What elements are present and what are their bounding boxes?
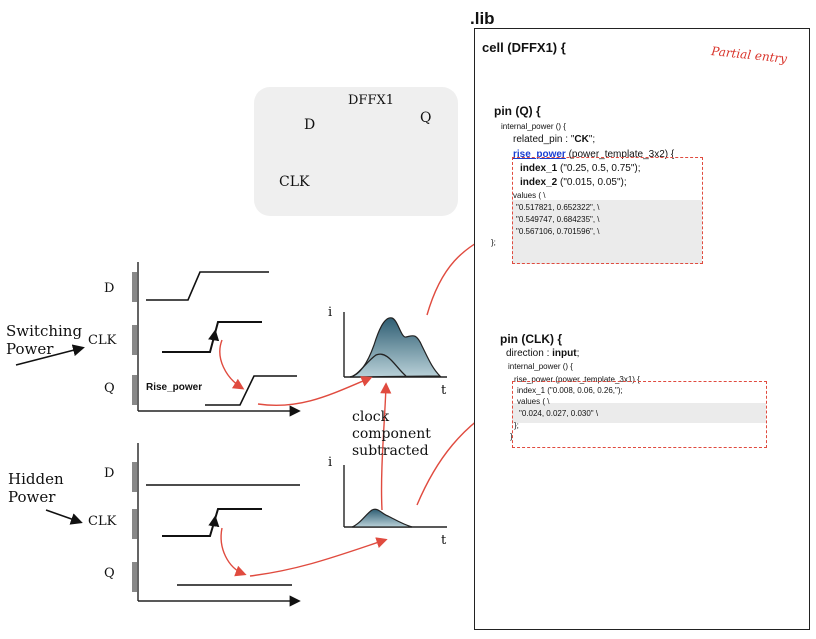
flipflop-title: DFFX1 <box>348 93 394 108</box>
switching-caption-line2: Power <box>6 340 54 358</box>
pin-clk-close: }; <box>514 421 519 430</box>
flipflop-pin-d: D <box>304 117 316 133</box>
hidden-plot-x-label: t <box>441 533 447 548</box>
pin-q-value-row: "0.567106, 0.701596", \ <box>516 227 600 236</box>
flipflop-pin-q: Q <box>420 110 432 126</box>
pin-clk-header: pin (CLK) { <box>500 332 562 346</box>
rise-power-keyword: rise_power <box>513 149 566 160</box>
pin-clk-index-1: index_1 ("0.008, 0.06, 0.26,"); <box>517 386 623 395</box>
pin-clk-internal-power: internal_power () { <box>508 362 573 371</box>
hidden-signal-clk: CLK <box>88 514 117 529</box>
pin-q-values-open: values ( \ <box>513 191 546 200</box>
hidden-timing-diagram <box>132 443 301 607</box>
note-line-1: clock <box>352 409 390 425</box>
pin-q-close: }; <box>491 238 496 247</box>
pin-clk-value-row: "0.024, 0.027, 0.030" \ <box>519 409 599 418</box>
hidden-caption-line1: Hidden <box>8 470 64 488</box>
pin-clk-values-open: values ( \ <box>517 397 550 406</box>
q-values-shading <box>512 200 702 264</box>
lib-title: .lib <box>470 9 495 28</box>
pin-clk-direction: direction : input; <box>506 348 580 359</box>
switching-plot-x-label: t <box>441 383 447 398</box>
hidden-plot-y-label: i <box>328 455 333 470</box>
pin-q-index-1: index_1 ("0.25, 0.5, 0.75"); <box>520 163 641 174</box>
switching-current-plot <box>343 312 447 378</box>
switching-signal-q: Q <box>104 381 115 396</box>
pin-q-value-row: "0.517821, 0.652322", \ <box>516 203 600 212</box>
hidden-signal-q: Q <box>104 566 115 581</box>
pin-clk-close-brace: } <box>510 432 513 441</box>
flipflop-pin-clk: CLK <box>279 174 310 190</box>
note-line-2: component <box>352 426 431 442</box>
rise-power-label: Rise_power <box>146 382 203 393</box>
cell-declaration: cell (DFFX1) { <box>482 40 566 55</box>
pin-q-value-row: "0.549747, 0.684235", \ <box>516 215 600 224</box>
pin-q-header: pin (Q) { <box>494 104 541 118</box>
switching-signal-clk: CLK <box>88 333 117 348</box>
hidden-signal-d: D <box>104 466 115 481</box>
hidden-current-plot <box>343 465 447 528</box>
hidden-caption-line2: Power <box>8 488 56 506</box>
pin-q-index-2: index_2 ("0.015, 0.05"); <box>520 177 627 188</box>
pin-q-rise-power: rise_power (power_template_3x2) { <box>513 149 675 160</box>
switching-signal-d: D <box>104 281 115 296</box>
clock-subtracted-note: clock component subtracted <box>352 409 431 460</box>
clk-values-shading <box>512 403 766 423</box>
pin-q-internal-power: internal_power () { <box>501 122 566 131</box>
switching-caption-line1: Switching <box>6 322 83 340</box>
note-line-3: subtracted <box>352 443 429 459</box>
switching-timing-diagram <box>132 262 301 417</box>
lib-panel <box>474 28 810 630</box>
flipflop-card <box>254 87 458 216</box>
pin-q-highlight-box <box>512 157 703 264</box>
pin-clk-highlight-box <box>512 381 767 448</box>
switching-plot-y-label: i <box>328 305 333 320</box>
pin-clk-rise-power: rise_power (power_template_3x1) { <box>514 375 640 384</box>
pin-q-related-pin: related_pin : "CK"; <box>513 134 596 145</box>
